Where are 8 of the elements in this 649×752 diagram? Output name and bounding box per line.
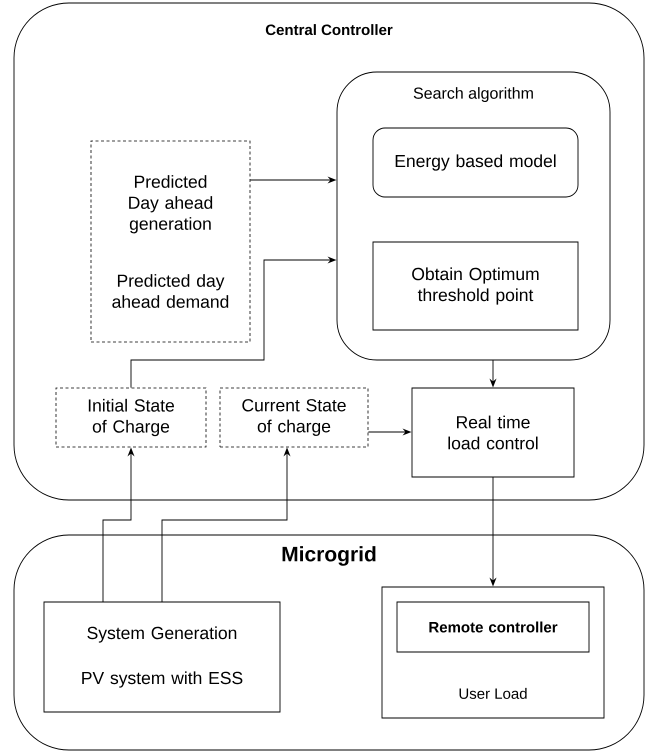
process-box: System Generation PV system with ESS bbox=[44, 602, 280, 712]
dashed-box: Initial State of Charge bbox=[56, 388, 206, 448]
controller-box: Remote controller bbox=[396, 602, 590, 652]
process-box: Real time load control bbox=[412, 388, 574, 478]
process-box: Energy based model bbox=[372, 128, 578, 198]
dashed-box: Predicted Day ahead generation Predicted day ahead demand bbox=[90, 140, 250, 342]
process-box: Obtain Optimum threshold point bbox=[372, 242, 578, 330]
dashed-box: Current State of charge bbox=[220, 388, 368, 448]
